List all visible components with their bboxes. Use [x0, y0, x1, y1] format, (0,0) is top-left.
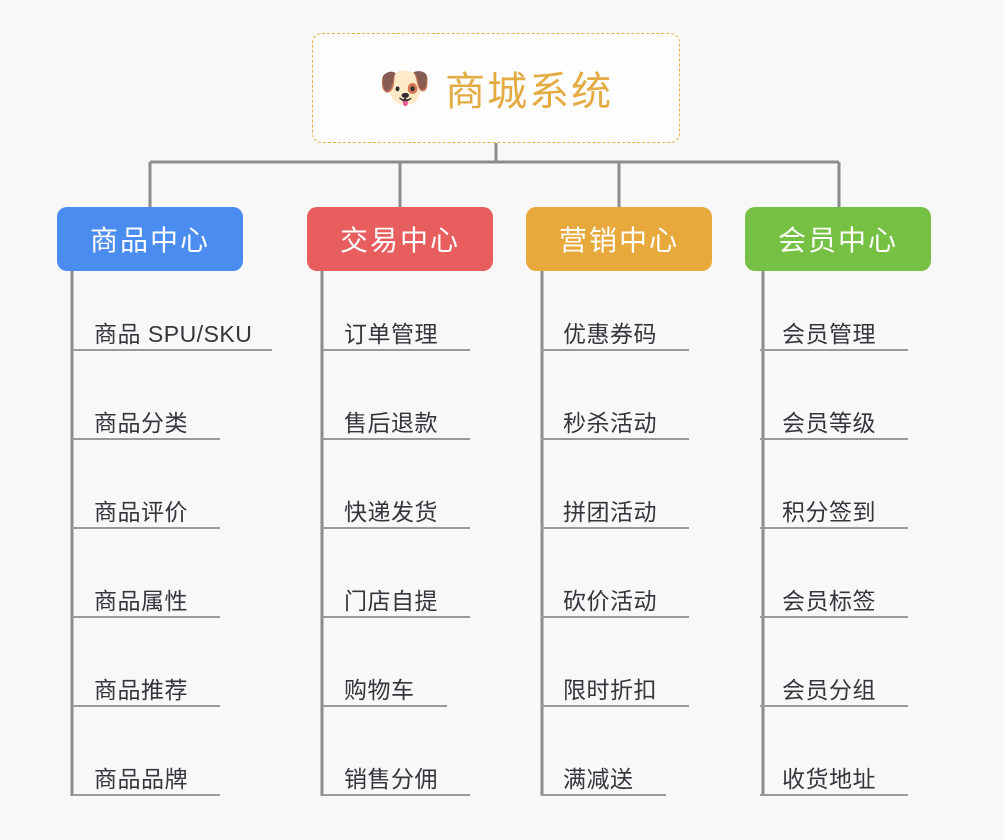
leaf-label: 销售分佣 [344, 766, 438, 792]
leaf-item[interactable]: 购物车 [322, 677, 447, 707]
leaf-label: 购物车 [344, 677, 415, 703]
leaf-item[interactable]: 拼团活动 [541, 499, 689, 529]
leaf-item[interactable]: 会员等级 [760, 410, 908, 440]
leaf-label: 会员标签 [782, 588, 876, 614]
leaf-item[interactable]: 砍价活动 [541, 588, 689, 618]
leaf-item[interactable]: 商品分类 [72, 410, 220, 440]
category-label: 交易中心 [339, 225, 460, 256]
leaf-item[interactable]: 会员分组 [760, 677, 908, 707]
leaf-item[interactable]: 秒杀活动 [541, 410, 689, 440]
leaf-label: 会员等级 [782, 410, 876, 436]
category-label: 会员中心 [777, 225, 898, 256]
leaf-item[interactable]: 商品推荐 [72, 677, 220, 707]
category-label: 营销中心 [558, 225, 679, 256]
leaf-item[interactable]: 商品 SPU/SKU [72, 321, 272, 351]
leaf-item[interactable]: 商品品牌 [72, 766, 220, 796]
leaf-label: 商品品牌 [94, 766, 188, 792]
leaf-item[interactable]: 门店自提 [322, 588, 470, 618]
leaf-label: 收货地址 [782, 766, 876, 792]
leaf-label: 限时折扣 [563, 677, 657, 703]
category-box-product-center[interactable]: 商品中心 [57, 207, 243, 271]
leaf-item[interactable]: 积分签到 [760, 499, 908, 529]
leaf-item[interactable]: 售后退款 [322, 410, 470, 440]
branch-trade-center: 交易中心订单管理售后退款快递发货门店自提购物车销售分佣 [307, 207, 493, 796]
leaf-item[interactable]: 商品属性 [72, 588, 220, 618]
leaf-item[interactable]: 订单管理 [322, 321, 470, 351]
leaf-label: 满减送 [563, 766, 634, 792]
leaf-label: 会员管理 [782, 321, 876, 347]
leaf-label: 砍价活动 [563, 588, 657, 614]
leaf-item[interactable]: 会员标签 [760, 588, 908, 618]
branch-product-center: 商品中心商品 SPU/SKU 商品分类商品评价商品属性商品推荐商品品牌 [57, 207, 272, 796]
leaf-item[interactable]: 快递发货 [322, 499, 470, 529]
leaf-item[interactable]: 满减送 [541, 766, 666, 796]
branch-marketing-center: 营销中心优惠券码秒杀活动拼团活动砍价活动限时折扣满减送 [526, 207, 712, 796]
leaf-item[interactable]: 商品评价 [72, 499, 220, 529]
leaf-label: 秒杀活动 [563, 410, 657, 436]
root-title: 商城系统 [445, 70, 614, 114]
leaf-item[interactable]: 优惠券码 [541, 321, 689, 351]
category-box-trade-center[interactable]: 交易中心 [307, 207, 493, 271]
branch-member-center: 会员中心会员管理会员等级积分签到会员标签会员分组收货地址 [745, 207, 931, 796]
leaf-item[interactable]: 销售分佣 [322, 766, 470, 796]
leaf-label: 拼团活动 [563, 499, 657, 525]
category-box-member-center[interactable]: 会员中心 [745, 207, 931, 271]
leaf-item[interactable]: 会员管理 [760, 321, 908, 351]
leaf-label: 订单管理 [344, 321, 438, 347]
root-node[interactable]: 🐶 商城系统 [312, 33, 680, 143]
shiba-dog-face-icon: 🐶 [378, 64, 432, 111]
leaf-item[interactable]: 限时折扣 [541, 677, 689, 707]
leaf-label: 商品属性 [94, 588, 188, 614]
leaf-label: 会员分组 [782, 677, 876, 703]
leaf-label: 商品 SPU/SKU [94, 321, 253, 347]
leaf-label: 优惠券码 [563, 321, 657, 347]
leaf-label: 门店自提 [344, 588, 438, 614]
category-label: 商品中心 [89, 225, 210, 256]
leaf-label: 快递发货 [344, 499, 438, 525]
category-box-marketing-center[interactable]: 营销中心 [526, 207, 712, 271]
leaf-label: 售后退款 [344, 410, 438, 436]
leaf-label: 商品评价 [94, 499, 188, 525]
leaf-label: 商品推荐 [94, 677, 188, 703]
leaf-label: 积分签到 [782, 499, 876, 525]
leaf-label: 商品分类 [94, 410, 188, 436]
leaf-item[interactable]: 收货地址 [760, 766, 908, 796]
